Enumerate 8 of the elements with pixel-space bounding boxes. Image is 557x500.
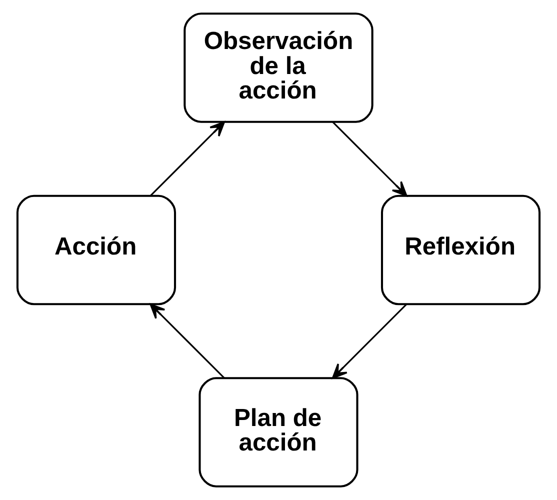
arrow <box>332 304 408 379</box>
node-box: Reflexión <box>380 194 541 306</box>
node-box: Observación de la acción <box>184 12 374 123</box>
node-box: Plan de acción <box>198 377 358 488</box>
node-box: Acción <box>16 194 176 306</box>
arrow <box>332 121 408 197</box>
arrow <box>150 303 225 379</box>
arrow <box>150 121 226 196</box>
